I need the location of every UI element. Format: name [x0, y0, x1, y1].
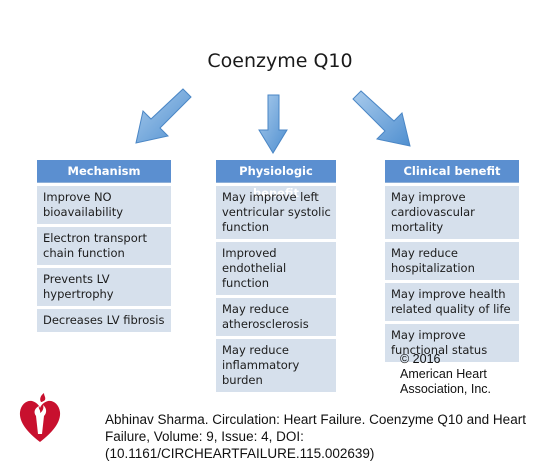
list-item: May reduce atherosclerosis: [216, 295, 336, 336]
list-item: May improve left ventricular systolic fu…: [216, 183, 336, 239]
arrow-down-icon: [258, 94, 288, 154]
arrow-down-left-icon: [135, 88, 192, 144]
mechanism-column: Mechanism Improve NO bioavailability Ele…: [37, 160, 171, 332]
column-header: Physiologic benefit: [216, 160, 336, 200]
copyright-line: American Heart: [400, 367, 487, 381]
copyright-notice: © 2016 American Heart Association, Inc.: [400, 352, 491, 397]
citation-text: Abhinav Sharma. Circulation: Heart Failu…: [105, 412, 526, 461]
list-item: May reduce inflammatory burden: [216, 336, 336, 392]
list-item: May improve cardiovascular mortality: [385, 183, 519, 239]
list-item: Improve NO bioavailability: [37, 183, 171, 224]
list-item: Prevents LV hypertrophy: [37, 265, 171, 306]
list-item: May improve functional status: [385, 321, 519, 362]
list-item: May reduce hospitalization: [385, 239, 519, 280]
diagram-title: Coenzyme Q10: [207, 50, 353, 72]
copyright-line: Association, Inc.: [400, 382, 492, 396]
clinical-benefit-column: Clinical benefit May improve cardiovascu…: [385, 160, 519, 362]
copyright-line: © 2016: [400, 352, 441, 366]
heart-torch-logo-icon: [19, 393, 61, 442]
list-item: Improved endothelial function: [216, 239, 336, 295]
column-header: Mechanism: [37, 160, 171, 183]
column-header: Clinical benefit: [385, 160, 519, 183]
list-item: Decreases LV fibrosis: [37, 306, 171, 332]
physiologic-benefit-column: Physiologic benefit May improve left ven…: [216, 160, 336, 392]
list-item: May improve health related quality of li…: [385, 280, 519, 321]
arrow-down-right-icon: [352, 90, 411, 147]
list-item: Electron transport chain function: [37, 224, 171, 265]
